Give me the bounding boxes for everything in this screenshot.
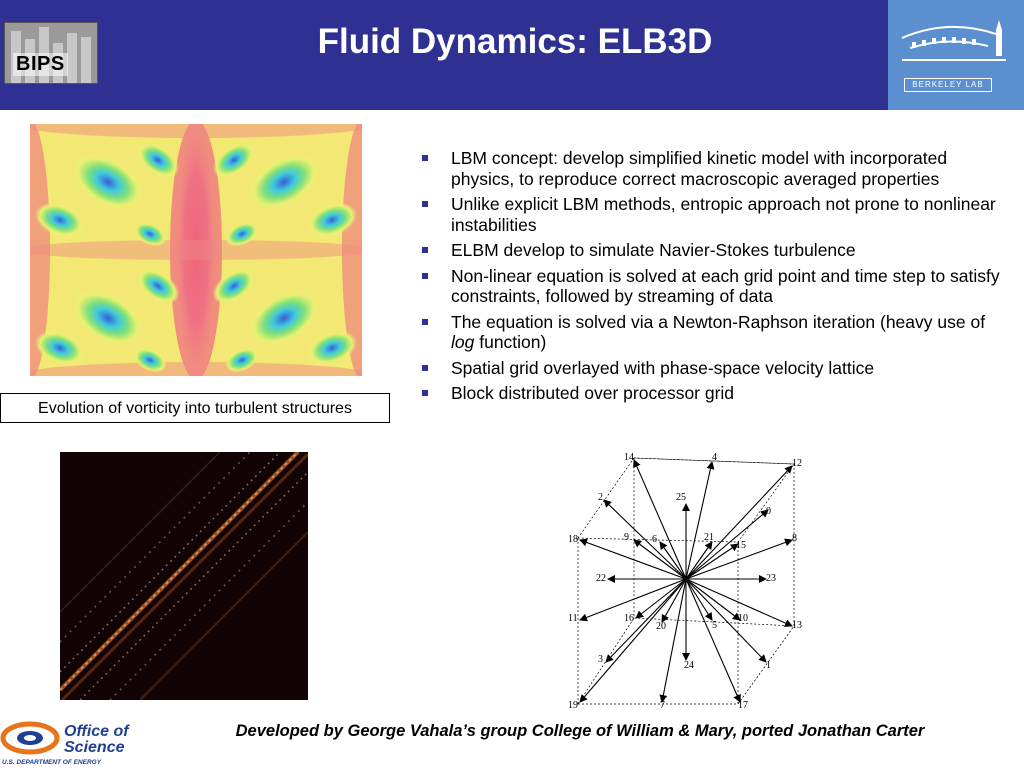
lattice-label: 22 <box>596 573 606 584</box>
bullet-marker <box>422 247 428 253</box>
credit-line: Developed by George Vahala’s group Colle… <box>235 722 925 740</box>
lattice-label: 0 <box>766 506 771 517</box>
berkeley-lab-logo <box>888 0 1024 110</box>
bullet-text: Spatial grid overlayed with phase-space … <box>451 357 875 378</box>
velocity-lattice-diagram: 14 4 12 2 25 0 18 9 6 21 15 8 22 23 11 1… <box>568 452 802 711</box>
lattice-label: 16 <box>624 613 634 624</box>
bullet-text-emphasis: log <box>451 332 475 352</box>
vorticity-caption: Evolution of vorticity into turbulent st… <box>0 393 390 423</box>
lattice-label: 18 <box>568 534 578 545</box>
lattice-label: 21 <box>704 532 714 543</box>
bullet-item: Spatial grid overlayed with phase-space … <box>420 358 1000 379</box>
bullet-item: ELBM develop to simulate Navier-Stokes t… <box>420 240 1000 261</box>
bullet-marker <box>422 390 428 396</box>
lattice-label: 24 <box>684 660 694 671</box>
bullet-marker <box>422 364 428 371</box>
bips-logo: BIPS <box>4 22 98 84</box>
lattice-label: 7 <box>660 700 665 711</box>
lattice-label: 17 <box>738 700 748 711</box>
doe-swirl-icon <box>0 721 60 755</box>
lattice-label: 12 <box>792 458 802 469</box>
bips-logo-text: BIPS <box>13 53 68 76</box>
bullet-text: The equation is solved via a Newton-Raph… <box>451 311 986 332</box>
lattice-label: 6 <box>652 534 657 545</box>
office-of-science-logo: Office of Science U.S. DEPARTMENT OF ENE… <box>0 721 130 766</box>
bullet-text: ELBM develop to simulate Navier-Stokes t… <box>451 240 856 260</box>
bullet-list: LBM concept: develop simplified kinetic … <box>420 148 1000 409</box>
bullet-text: Block distributed over processor grid <box>451 383 735 403</box>
lattice-label: 5 <box>712 620 717 631</box>
lattice-label: 20 <box>656 621 666 632</box>
lattice-label: 3 <box>598 654 603 665</box>
bullet-item: Block distributed over processor grid <box>420 383 1000 404</box>
lattice-label: 23 <box>766 573 776 584</box>
bullet-text: Unlike explicit LBM methods, entropic ap… <box>451 194 996 235</box>
bullet-marker <box>422 318 428 325</box>
page-title: Fluid Dynamics: ELB3D <box>317 22 713 61</box>
berkeley-lab-label: BERKELEY LAB <box>904 78 992 92</box>
bullet-item: LBM concept: develop simplified kinetic … <box>420 148 1000 189</box>
lattice-label: 10 <box>738 613 748 624</box>
bullet-item: Unlike explicit LBM methods, entropic ap… <box>420 194 1000 235</box>
lattice-label: 9 <box>624 532 629 543</box>
lattice-label: 19 <box>568 700 578 711</box>
lattice-label: 1 <box>766 660 771 671</box>
doe-line2: Science <box>64 739 125 756</box>
doe-line3: U.S. DEPARTMENT OF ENERGY <box>2 759 102 766</box>
berkeley-lab-icon <box>901 20 1006 61</box>
vorticity-image <box>30 124 362 376</box>
lattice-label: 11 <box>568 613 578 624</box>
bullet-item: The equation is solved via a Newton-Raph… <box>420 312 1000 353</box>
lattice-label: 14 <box>624 452 634 463</box>
sparse-matrix-image <box>60 452 308 700</box>
lattice-label: 13 <box>792 620 802 631</box>
lattice-label: 25 <box>676 492 686 503</box>
lattice-label: 8 <box>792 533 797 544</box>
lattice-label: 2 <box>598 492 603 503</box>
lattice-label: 4 <box>712 452 717 463</box>
bullet-text: LBM concept: develop simplified kinetic … <box>451 148 948 189</box>
header-bar: BIPS Fluid Dynamics: ELB3D BERKELEY LAB <box>0 0 1024 110</box>
bullet-marker <box>422 272 428 279</box>
bullet-text: function) <box>474 332 547 352</box>
bullet-item: Non-linear equation is solved at each gr… <box>420 266 1000 307</box>
bullet-marker <box>422 201 428 207</box>
bullet-marker <box>422 155 428 161</box>
lattice-label: 15 <box>736 540 746 551</box>
bullet-text: Non-linear equation is solved at each gr… <box>451 265 1000 307</box>
doe-line1: Office of <box>64 723 130 740</box>
